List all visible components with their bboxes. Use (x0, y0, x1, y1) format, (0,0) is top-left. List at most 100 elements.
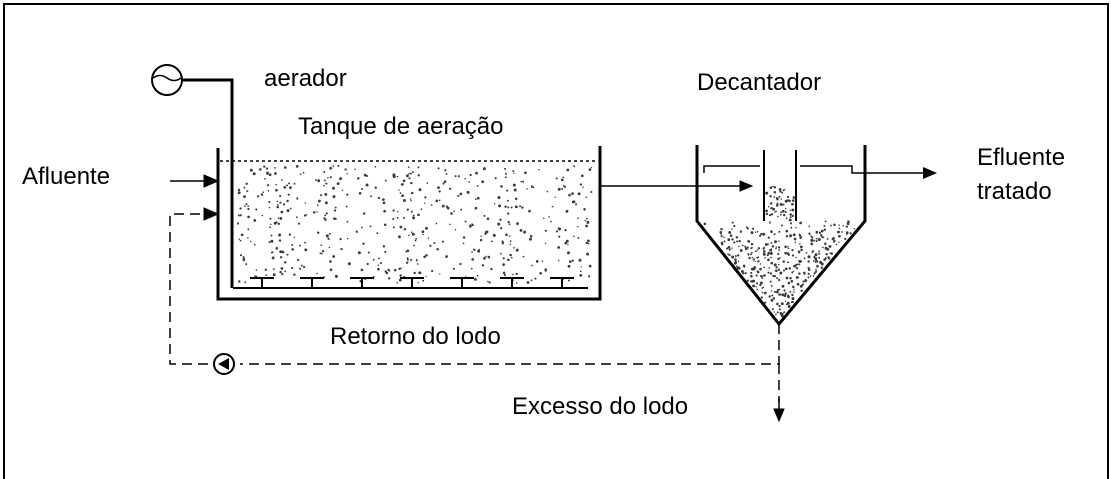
speckle (789, 213, 792, 216)
speckle (585, 224, 588, 228)
speckle (786, 301, 790, 305)
speckle (754, 231, 757, 233)
speckle (785, 217, 788, 220)
speckle (791, 271, 794, 274)
speckle (798, 263, 801, 266)
speckle (471, 251, 473, 253)
air-diffusers (250, 277, 574, 288)
speckle (738, 239, 741, 243)
speckle (470, 267, 473, 270)
speckle (827, 256, 830, 259)
speckle (334, 206, 337, 209)
speckle (442, 182, 445, 185)
speckle (787, 247, 790, 250)
speckle (454, 229, 457, 231)
speckle (761, 291, 764, 294)
speckle (273, 221, 277, 225)
speckle (791, 202, 794, 206)
speckle (544, 229, 547, 232)
speckle (773, 186, 777, 189)
speckle (818, 252, 821, 255)
speckle (765, 212, 769, 216)
speckle (769, 186, 773, 189)
speckle (429, 244, 432, 247)
speckle (784, 251, 787, 255)
speckle (731, 221, 734, 224)
speckle (474, 206, 478, 210)
speckle (703, 222, 707, 226)
speckle (304, 202, 307, 204)
speckle (728, 248, 731, 251)
speckle (357, 177, 360, 180)
speckle (785, 276, 789, 280)
speckle (459, 192, 463, 196)
speckle (297, 258, 300, 262)
speckle (580, 174, 584, 178)
speckle (778, 288, 781, 291)
speckle (376, 232, 379, 235)
speckle (239, 214, 242, 217)
speckle (728, 231, 732, 234)
speckle (431, 269, 434, 273)
speckle (830, 252, 833, 255)
speckle (807, 260, 810, 263)
speckle (464, 177, 467, 180)
speckle (807, 272, 810, 275)
speckle (252, 172, 256, 176)
speckle (392, 209, 395, 212)
speckle (793, 237, 797, 241)
speckle (477, 249, 481, 253)
speckle (760, 274, 763, 278)
speckle (769, 272, 773, 275)
speckle (565, 239, 569, 243)
speckle (454, 175, 457, 178)
speckle (501, 242, 505, 245)
speckle (392, 173, 396, 177)
speckle (815, 230, 819, 234)
speckle (320, 252, 323, 255)
speckle (815, 237, 818, 240)
speckle (800, 289, 803, 293)
effluent-label-line1: Efluente (977, 144, 1066, 171)
speckle (239, 254, 243, 257)
speckle (791, 248, 794, 252)
speckle (503, 274, 506, 277)
speckle (786, 295, 790, 299)
speckle (332, 255, 336, 258)
speckle (776, 302, 779, 306)
speckle (782, 269, 786, 272)
speckle (838, 227, 841, 230)
speckle (811, 251, 813, 254)
speckle (328, 238, 330, 240)
speckle (378, 257, 380, 260)
speckle (567, 264, 571, 268)
speckle (823, 225, 826, 227)
speckle (346, 237, 349, 240)
speckle (439, 273, 441, 275)
speckle (548, 215, 550, 218)
speckle (557, 187, 561, 191)
speckle (790, 301, 794, 304)
speckle (790, 279, 794, 283)
speckle (425, 275, 427, 278)
speckle (340, 247, 343, 251)
speckle (580, 266, 582, 268)
speckle (293, 273, 296, 276)
speckle (339, 237, 342, 241)
speckle (374, 186, 377, 189)
speckle (320, 244, 323, 247)
speckle (546, 190, 549, 193)
speckle (777, 215, 779, 218)
speckle (752, 227, 755, 230)
speckle (245, 263, 248, 266)
speckle (384, 250, 387, 253)
speckle (798, 272, 801, 275)
speckle (844, 237, 847, 241)
speckle (734, 261, 737, 265)
speckle (247, 228, 250, 231)
speckle (792, 233, 796, 237)
speckle (792, 214, 794, 217)
speckle (471, 223, 474, 227)
speckle (435, 222, 438, 225)
speckle (777, 246, 781, 249)
